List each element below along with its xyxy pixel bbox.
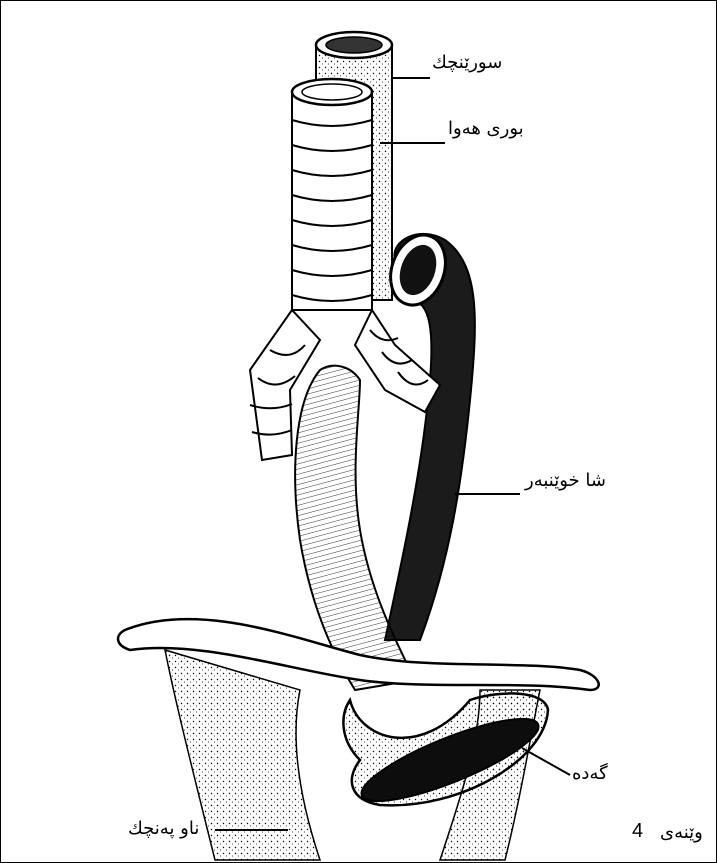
aorta-label: شا خوێنبەر bbox=[525, 470, 606, 491]
aorta-vessel bbox=[380, 227, 475, 640]
trachea-label: بوری هەوا bbox=[448, 118, 524, 139]
stomach-label: گەدە bbox=[572, 763, 608, 784]
figure-caption-word: وێنەی bbox=[660, 822, 703, 843]
esophagus-label: سورێنچك bbox=[432, 52, 502, 73]
diaphragm-label: ناو پەنچك bbox=[128, 818, 199, 839]
figure-caption-number: 4 bbox=[632, 820, 643, 843]
